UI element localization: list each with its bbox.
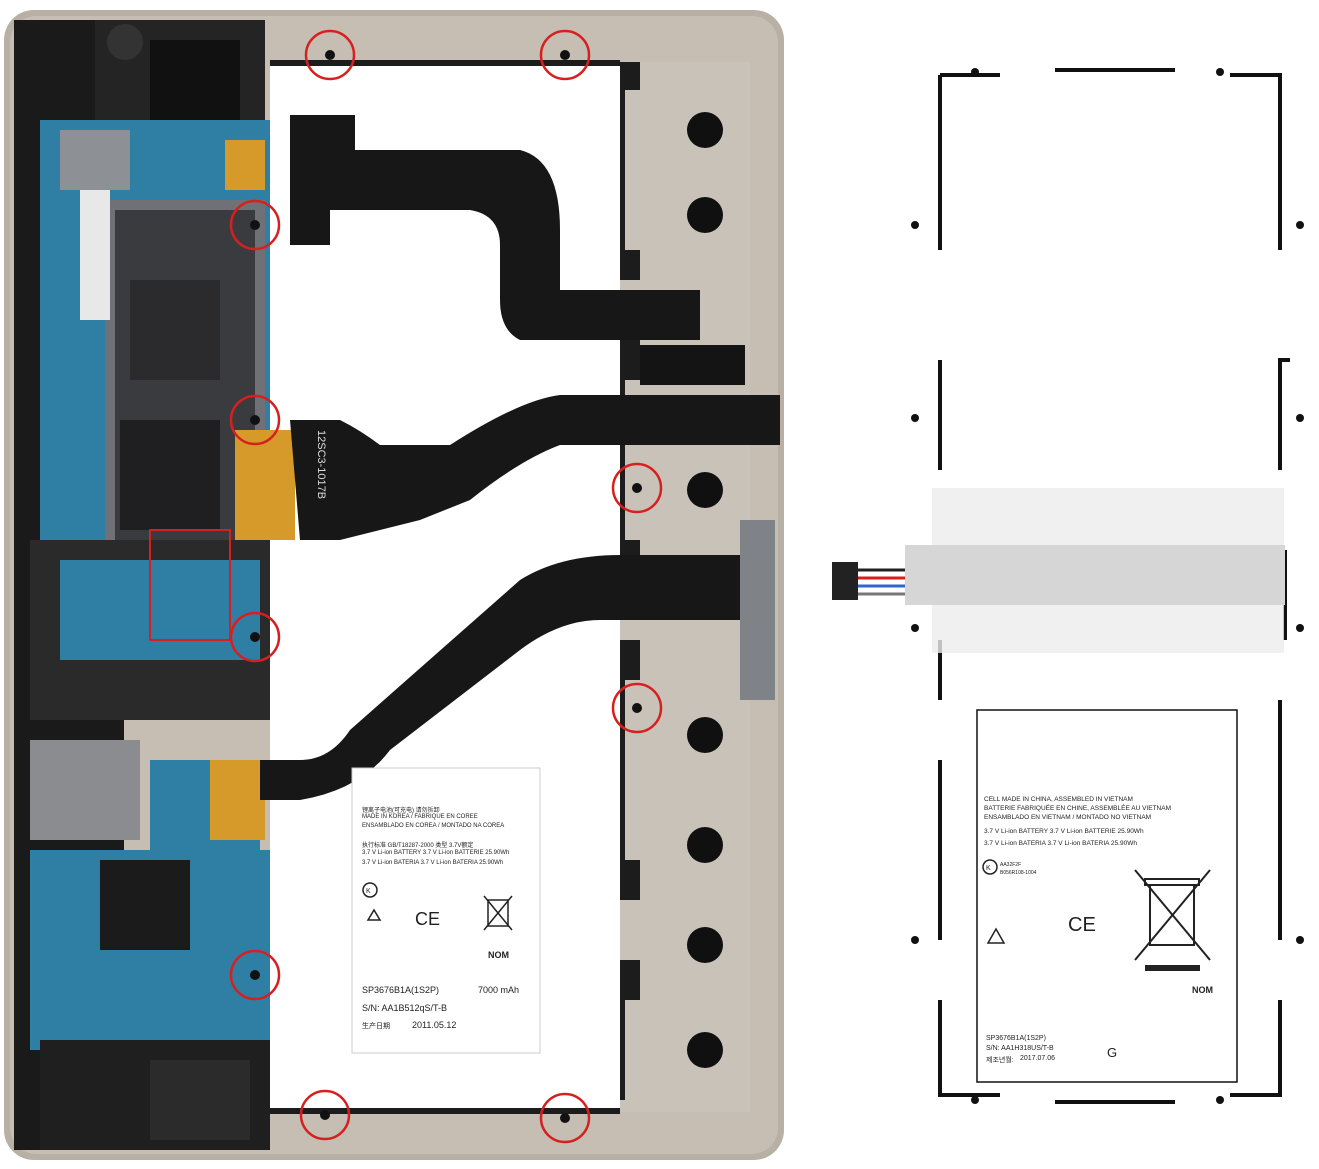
battery-label-kc-code: AA32F2F: [1000, 862, 1022, 868]
tablet-label-capacity: 7000 mAh: [478, 985, 520, 995]
screw-marker-icon: [611, 462, 663, 514]
battery-label-line4: 3.7 V Li-ion BATTERY 3.7 V Li-ion BATTER…: [984, 828, 1144, 835]
tablet-label-icons: K CE: [362, 882, 513, 931]
tablet-label-line4: 执行标准 GB/T18287-2000 类型 3.7V额定: [362, 843, 474, 849]
flex-label: 12SC3-1017B: [315, 430, 327, 499]
battery-label-serial: S/N: AA1H318US/T-B: [986, 1045, 1054, 1052]
screw-marker-icon: [539, 1092, 591, 1144]
screw-marker-icon: [229, 949, 281, 1001]
tablet-label-line6: 3.7 V Li-ion BATERIA 3.7 V Li-ion BATERI…: [362, 860, 504, 866]
screw-marker-icon: [304, 29, 356, 81]
battery-label-line1: CELL MADE IN CHINA, ASSEMBLED IN VIETNAM: [984, 796, 1133, 803]
svg-text:K: K: [366, 888, 371, 895]
tablet-label-serial: S/N: AA1B512qS/T-B: [362, 1003, 448, 1013]
recycle-icon: [986, 927, 1006, 944]
flex-cables: [260, 115, 780, 800]
screw-marker-icon: [299, 1089, 351, 1141]
tablet-label-line5: 3.7 V Li-ion BATTERY 3.7 V Li-ion BATTER…: [362, 850, 510, 856]
charging-port: [740, 520, 775, 700]
weee-bin-icon: [1134, 869, 1211, 971]
battery-label-icons: K: [982, 859, 1211, 971]
svg-text:K: K: [986, 865, 991, 872]
battery-label-ce: CE: [1068, 914, 1096, 936]
battery-label-line5: 3.7 V Li-ion BATERIA 3.7 V Li-ion BATERI…: [984, 840, 1137, 847]
tablet-label-date: 2011.05.12: [412, 1020, 457, 1030]
battery-label: [976, 709, 1238, 1083]
tablet-label-line3: ENSAMBLADO EN COREA / MONTADO NA COREA: [362, 823, 505, 829]
battery-label-model: SP3676B1A(1S2P): [986, 1035, 1046, 1042]
screw-marker-icon: [229, 199, 281, 251]
battery-label-grade: G: [1107, 1045, 1118, 1060]
ce-mark-icon: CE: [415, 909, 440, 929]
screw-marker-icon: [539, 29, 591, 81]
weee-bin-icon: [483, 895, 513, 931]
screw-marker-icon: [229, 611, 281, 663]
tablet-label-model: SP3676B1A(1S2P): [362, 985, 440, 995]
battery-label-nom: NOM: [1192, 985, 1213, 995]
screw-marker-icon: [611, 682, 663, 734]
battery-label-part-code: B056R108-1004: [1000, 870, 1037, 876]
svg-text:CE: CE: [415, 909, 440, 929]
kc-mark-icon: K: [362, 882, 378, 898]
battery-label-date: 2017.07.06: [1020, 1055, 1056, 1062]
battery-pack: [832, 65, 1304, 1105]
tablet-label-nom: NOM: [488, 950, 509, 960]
kc-mark-icon: K: [982, 859, 998, 875]
battery-label-date-label: 제조년월:: [986, 1057, 1014, 1064]
motherboard: [14, 20, 295, 1150]
battery-connector: [832, 562, 905, 600]
battery-label-line3: ENSAMBLADO EN VIETNAM / MONTADO NO VIETN…: [984, 814, 1152, 821]
screw-marker-icon: [229, 394, 281, 446]
tablet-label-date-label: 生产日期: [362, 1023, 390, 1030]
tablet-label-line1: 锂离子电池(可充电) 请勿拆卸: [362, 808, 440, 814]
recycle-icon: [366, 908, 382, 921]
tablet-label-line2: MADE IN KOREA / FABRIQUE EN COREE: [362, 814, 478, 820]
battery-label-line2: BATTERIE FABRIQUÉE EN CHINE, ASSEMBLÉE A…: [984, 805, 1171, 812]
